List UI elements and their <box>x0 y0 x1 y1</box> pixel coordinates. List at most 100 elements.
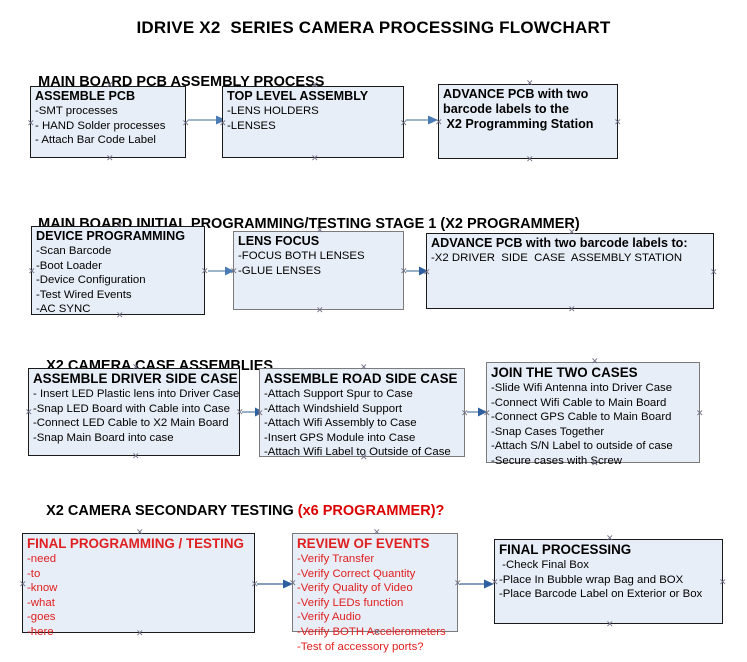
box-line: -Snap LED Board with Cable into Case <box>33 402 230 415</box>
connection-handle-left[interactable]: ✕ <box>25 407 33 417</box>
box-line: -Verify Quality of Video <box>297 582 413 595</box>
connection-handle-left[interactable]: ✕ <box>28 266 36 276</box>
box-line: -Verify Audio <box>297 611 361 624</box>
connection-handle-left[interactable]: ✕ <box>19 579 27 589</box>
box-line: -need <box>27 553 57 565</box>
box-line: -Device Configuration <box>36 274 146 287</box>
box-content: LENS FOCUS -FOCUS BOTH LENSES -GLUE LENS… <box>238 234 401 278</box>
process-box-top-level-assembly[interactable]: TOP LEVEL ASSEMBLY -LENS HOLDERS -LENSES… <box>219 81 408 163</box>
arrow-road-side-to-join-cases <box>467 407 487 417</box>
box-line: -here <box>27 625 54 638</box>
box-line: -Slide Wifi Antenna into Driver Case <box>491 382 673 394</box>
connection-handle-right[interactable]: ✕ <box>201 266 209 276</box>
box-line: -goes <box>27 611 56 624</box>
connection-handle-right[interactable]: ✕ <box>719 577 727 587</box>
box-line: -Attach S/N Label to outside of case <box>491 440 673 453</box>
process-box-final-processing[interactable]: FINAL PROCESSING -Check Final Box -Place… <box>491 534 727 629</box>
box-line: -Verify Correct Quantity <box>297 567 416 580</box>
box-title: LENS FOCUS <box>238 234 320 248</box>
box-line: -AC SYNC <box>36 303 91 316</box>
box-line: -Connect LED Cable to X2 Main Board <box>33 417 229 430</box>
section-heading-x2-camera-secondary-testing: X2 CAMERA SECONDARY TESTING (x6 PROGRAMM… <box>30 487 444 535</box>
connection-handle-top[interactable]: ✕ <box>526 78 534 88</box>
box-content: ADVANCE PCB with two barcode labels to: … <box>431 236 711 266</box>
box-title: ASSEMBLE PCB <box>35 89 136 103</box>
process-box-device-programming[interactable]: DEVICE PROGRAMMING -Scan Barcode -Boot L… <box>28 221 209 320</box>
connection-handle-top[interactable]: ✕ <box>591 356 599 366</box>
process-box-assemble-road-side-case[interactable]: ASSEMBLE ROAD SIDE CASE -Attach Support … <box>256 363 469 462</box>
connection-handle-top[interactable]: ✕ <box>606 533 614 543</box>
arrow-assemble-pcb-to-top-level <box>188 115 226 125</box>
arrow-top-level-to-advance-pcb <box>406 115 438 125</box>
process-box-final-programming-testing[interactable]: FINAL PROGRAMMING / TESTING -need -to -k… <box>19 528 259 638</box>
box-line: -Check Final Box <box>499 559 589 571</box>
box-line: -Snap Cases Together <box>491 425 605 438</box>
process-box-advance-pcb-programming-station[interactable]: ADVANCE PCB with two barcode labels to t… <box>435 79 622 164</box>
process-box-assemble-driver-side-case[interactable]: ASSEMBLE DRIVER SIDE CASE - Insert LED P… <box>25 363 244 461</box>
connection-handle-right[interactable]: ✕ <box>696 408 704 418</box>
connection-handle-right[interactable]: ✕ <box>614 117 622 127</box>
box-line: -LENS HOLDERS <box>227 105 319 117</box>
process-box-join-the-two-cases[interactable]: JOIN THE TWO CASES -Slide Wifi Antenna i… <box>483 357 704 468</box>
box-content: FINAL PROCESSING -Check Final Box -Place… <box>499 542 720 602</box>
box-line: -what <box>27 596 55 609</box>
box-line: -Test Wired Events <box>36 288 132 301</box>
box-title: ADVANCE PCB with two barcode labels to: <box>431 236 688 250</box>
box-content: ASSEMBLE PCB -SMT processes - HAND Solde… <box>35 89 183 148</box>
box-title: ASSEMBLE DRIVER SIDE CASE <box>33 371 238 386</box>
box-content: FINAL PROGRAMMING / TESTING -need -to -k… <box>27 536 252 640</box>
box-content: ASSEMBLE DRIVER SIDE CASE - Insert LED P… <box>33 371 240 445</box>
box-line: barcode labels to the <box>443 102 569 116</box>
box-line: -know <box>27 582 58 595</box>
box-title: JOIN THE TWO CASES <box>491 365 638 380</box>
box-line: -Secure cases with Screw <box>491 454 623 467</box>
arrow-device-programming-to-lens-focus <box>208 266 234 276</box>
box-title: FINAL PROGRAMMING / TESTING <box>27 536 244 551</box>
connection-handle-bottom[interactable]: ✕ <box>606 619 614 629</box>
section-heading-text: X2 CAMERA SECONDARY TESTING <box>46 503 298 519</box>
arrow-review-of-events-to-final-processing <box>460 579 494 589</box>
box-line: -Place In Bubble wrap Bag and BOX <box>499 573 684 586</box>
process-box-lens-focus[interactable]: LENS FOCUS -FOCUS BOTH LENSES -GLUE LENS… <box>230 226 408 315</box>
section-heading-accent: (x6 PROGRAMMER)? <box>297 503 445 519</box>
connection-handle-top[interactable]: ✕ <box>360 362 368 372</box>
box-line: -Attach Wifi Label to Outside of Case <box>264 446 451 459</box>
connection-handle-bottom[interactable]: ✕ <box>526 154 534 164</box>
box-line: -Attach Wifi Assembly to Case <box>264 417 417 430</box>
process-box-advance-pcb-driver-side-case[interactable]: ADVANCE PCB with two barcode labels to: … <box>423 228 718 314</box>
connection-handle-bottom[interactable]: ✕ <box>568 304 576 314</box>
box-content: DEVICE PROGRAMMING -Scan Barcode -Boot L… <box>36 229 202 317</box>
box-content: ADVANCE PCB with two barcode labels to t… <box>443 87 615 132</box>
box-title: FINAL PROCESSING <box>499 542 632 557</box>
box-line: -LENSES <box>227 119 276 132</box>
box-line: -Attach Support Spur to Case <box>264 388 413 400</box>
connection-handle-bottom[interactable]: ✕ <box>311 153 319 163</box>
process-box-assemble-pcb[interactable]: ASSEMBLE PCB -SMT processes - HAND Solde… <box>27 81 190 163</box>
box-line: -Connect Wifi Cable to Main Board <box>491 396 667 409</box>
box-title: TOP LEVEL ASSEMBLY <box>227 89 369 103</box>
box-line: - Insert LED Plastic lens into Driver Ca… <box>33 388 240 400</box>
box-line: -Verify LEDs function <box>297 596 404 609</box>
connection-handle-bottom[interactable]: ✕ <box>106 153 114 163</box>
box-line: -Insert GPS Module into Case <box>264 431 416 444</box>
box-title: REVIEW OF EVENTS <box>297 536 430 551</box>
connection-handle-bottom[interactable]: ✕ <box>132 451 140 461</box>
box-line: -Verify BOTH Accelerometers <box>297 625 446 638</box>
process-box-review-of-events[interactable]: REVIEW OF EVENTS -Verify Transfer -Verif… <box>289 528 462 653</box>
box-line: - Attach Bar Code Label <box>35 134 156 147</box>
page-title: IDRIVE X2 SERIES CAMERA PROCESSING FLOWC… <box>136 18 611 37</box>
box-line: -FOCUS BOTH LENSES <box>238 250 365 262</box>
box-title: ADVANCE PCB with two <box>443 87 589 101</box>
arrow-lens-focus-to-advance-pcb <box>406 266 428 276</box>
box-content: REVIEW OF EVENTS -Verify Transfer -Verif… <box>297 536 455 654</box>
connection-handle-left[interactable]: ✕ <box>27 118 35 128</box>
box-line: -Boot Loader <box>36 259 102 272</box>
box-line: -Attach Windshield Support <box>264 402 403 415</box>
box-line: -Verify Transfer <box>297 553 375 565</box>
box-line: - HAND Solder processes <box>35 119 166 132</box>
connection-handle-right[interactable]: ✕ <box>710 267 718 277</box>
box-line: -Scan Barcode <box>36 245 112 257</box>
box-line: -Connect GPS Cable to Main Board <box>491 411 672 424</box>
connection-handle-bottom[interactable]: ✕ <box>316 305 324 315</box>
